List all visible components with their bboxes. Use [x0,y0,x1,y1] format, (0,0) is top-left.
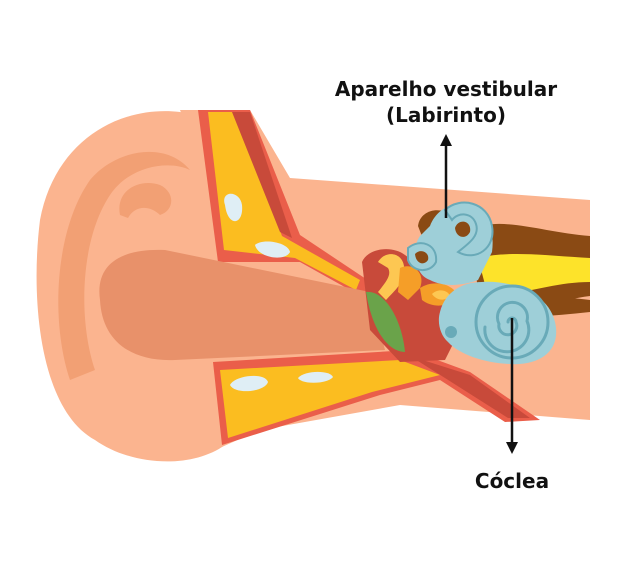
semicircular-canal-lower-hole [415,251,429,264]
cochlea-window [445,326,457,338]
white-spot [230,375,268,392]
cochlea-spiral [483,300,531,354]
white-spot [298,371,333,383]
lower-cartilage [220,360,440,438]
vestibular-label-line2: (Labirinto) [386,103,506,127]
lower-bone-red-strip [410,356,530,418]
upper-bone-red-strip [232,112,292,238]
semicircular-canal [443,201,494,257]
ossicle-stapes-hole [432,290,450,300]
white-spot [224,193,243,222]
ear-canal [99,249,386,361]
pinna-helix-curl [119,183,172,218]
arrow-down-icon [506,318,518,454]
eardrum [366,291,405,352]
arrow-up-icon [440,134,452,218]
upper-cartilage [208,112,360,290]
ossicle-malleus [378,254,405,300]
pinna-inner-fold [58,151,190,380]
ossicle-incus [398,266,422,300]
cochlea-label: Cóclea [474,469,550,493]
vestibular-apparatus-label: Aparelho vestibular (Labirinto) [318,76,574,128]
semicircular-canal-hole [455,221,471,237]
vestibular-label-line1: Aparelho vestibular [334,77,558,101]
white-spot [255,241,290,258]
